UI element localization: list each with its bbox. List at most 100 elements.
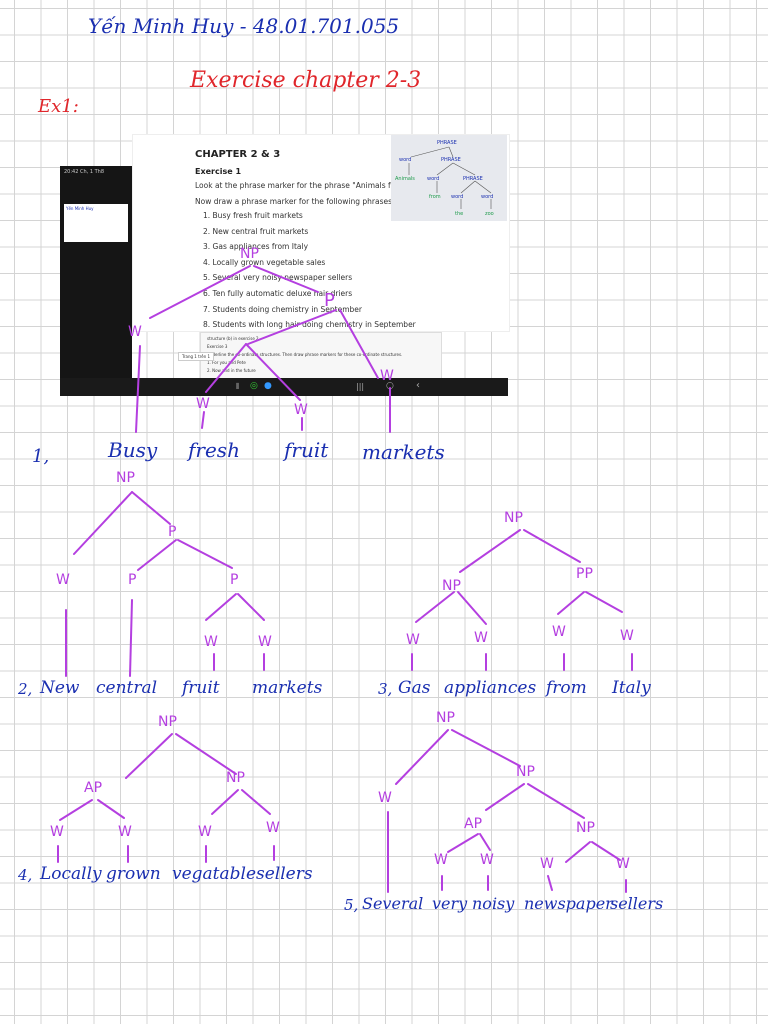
- t5-np-root: NP: [436, 710, 455, 726]
- embedded-screenshot: 20:42 Ch, 1 Th8 Yến Minh Huy CHAPTER 2 &…: [60, 134, 510, 400]
- page-indicator: Trang 1 trên 1: [178, 352, 215, 361]
- t4-np-sub: NP: [226, 770, 245, 786]
- t3-w-appliances: W: [474, 630, 488, 646]
- t1-np-root: NP: [240, 246, 259, 262]
- mini-phrase: PHRASE: [441, 157, 461, 163]
- mini-zoo: zoo: [485, 211, 494, 217]
- mini-animals: Animals: [395, 176, 415, 182]
- phrase-item: 7. Students doing chemistry in September: [203, 304, 362, 314]
- t2-word-2: central: [96, 678, 158, 698]
- t5-w-newspaper: W: [540, 856, 554, 872]
- t3-w-italy: W: [620, 628, 634, 644]
- t1-word-1: Busy: [108, 438, 158, 462]
- exercise-heading: Exercise 1: [195, 167, 242, 176]
- t5-np-sub: NP: [516, 764, 535, 780]
- t3-word-4: Italy: [612, 678, 651, 698]
- t2-np-root: NP: [116, 470, 135, 486]
- mini-word: word: [399, 157, 412, 163]
- tablet-bottom-area: structure (b) in exercise 2 Exercise 3 U…: [60, 330, 508, 400]
- mini-word: word: [451, 194, 464, 200]
- phrase-item: 4. Locally grown vegetable sales: [203, 257, 326, 267]
- t5-w-sellers: W: [616, 856, 630, 872]
- t3-np-root: NP: [504, 510, 523, 526]
- t1-w-fresh: W: [196, 396, 210, 412]
- t4-w-sellers: W: [266, 820, 280, 836]
- t1-w-busy: W: [128, 324, 142, 340]
- exercise-document: CHAPTER 2 & 3 Exercise 1 Look at the phr…: [132, 134, 510, 332]
- phrase-item: 5. Several very noisy newspaper sellers: [203, 273, 353, 283]
- panel-line: structure (b) in exercise 2: [207, 336, 259, 341]
- phrase-item: 1. Busy fresh fruit markets: [203, 211, 303, 220]
- panel-line: 2. Now and in the future: [207, 368, 256, 373]
- t5-word-5: sellers: [610, 894, 664, 913]
- example-phrase-marker: PHRASE word PHRASE Animals word PHRASE f…: [391, 135, 507, 221]
- t4-word-3: vegatable: [172, 864, 257, 884]
- mini-word: word: [481, 194, 494, 200]
- home-icon[interactable]: ◎: [250, 381, 258, 391]
- t5-w-noisy: W: [480, 852, 494, 868]
- t4-w-locally: W: [50, 824, 64, 840]
- t3-number: 3,: [378, 680, 393, 698]
- t4-number: 4,: [18, 866, 33, 884]
- t5-w-very: W: [434, 852, 448, 868]
- t2-p-sub: P: [230, 572, 239, 588]
- t3-word-2: appliances: [444, 678, 537, 698]
- panel-line: Exercise 3: [207, 344, 228, 349]
- t2-p-node: P: [168, 524, 177, 540]
- author-name: Yến Minh Huy - 48.01.701.055: [88, 14, 400, 38]
- t2-word-3: fruit: [182, 678, 220, 698]
- mini-word: word: [427, 176, 440, 182]
- t1-w-fruit: W: [294, 402, 308, 418]
- t3-word-3: from: [546, 678, 587, 698]
- next-page-panel: structure (b) in exercise 2 Exercise 3 U…: [200, 332, 442, 380]
- mini-phrase-root: PHRASE: [437, 140, 457, 146]
- back-icon[interactable]: ‹: [416, 380, 420, 391]
- t1-word-4: markets: [362, 440, 445, 464]
- mini-phrase: PHRASE: [463, 176, 483, 182]
- instruction-2: Now draw a phrase marker for the followi…: [195, 197, 395, 206]
- page-title: Exercise chapter 2-3: [190, 68, 422, 93]
- mini-the: the: [455, 211, 464, 217]
- t5-word-2: very: [432, 894, 468, 913]
- mini-from: from: [429, 194, 441, 200]
- t3-w-gas: W: [406, 632, 420, 648]
- t2-word-4: markets: [252, 678, 323, 698]
- t3-word-1: Gas: [398, 678, 431, 698]
- t5-word-1: Several: [362, 894, 424, 913]
- thumb-title: Yến Minh Huy: [66, 206, 94, 211]
- t1-word-3: fruit: [284, 438, 329, 462]
- t3-w-from: W: [552, 624, 566, 640]
- t5-ap-node: AP: [464, 816, 483, 832]
- t2-number: 2,: [18, 680, 33, 698]
- phrase-item: 2. New central fruit markets: [203, 226, 309, 236]
- t2-w-markets: W: [258, 634, 272, 650]
- note-thumbnail: Yến Minh Huy: [64, 204, 128, 242]
- t5-word-3: noisy: [472, 894, 515, 913]
- home-button-icon[interactable]: ○: [386, 381, 394, 391]
- t3-np-sub: NP: [442, 578, 461, 594]
- apps-icon[interactable]: ⦀: [236, 382, 240, 391]
- instruction-1: Look at the phrase marker for the phrase…: [195, 181, 442, 190]
- t5-number: 5,: [344, 896, 359, 914]
- t2-p-central: P: [128, 572, 137, 588]
- t4-word-4: sellers: [256, 864, 313, 884]
- mini-tree-lines: [408, 146, 492, 209]
- t4-ap-node: AP: [84, 780, 103, 796]
- status-bar: 20:42 Ch, 1 Th8: [64, 169, 105, 175]
- t1-number: 1,: [32, 446, 50, 467]
- recents-icon[interactable]: |||: [356, 382, 365, 391]
- assistant-icon[interactable]: ●: [264, 381, 272, 391]
- t2-w-fruit: W: [204, 634, 218, 650]
- t5-np-inner: NP: [576, 820, 595, 836]
- t4-w-grown: W: [118, 824, 132, 840]
- t4-np-root: NP: [158, 714, 177, 730]
- phrase-item: 6. Ten fully automatic deluxe hair drier…: [203, 288, 353, 298]
- tablet-side-panel: 20:42 Ch, 1 Th8 Yến Minh Huy: [60, 166, 132, 378]
- t4-word-1: Locally: [40, 864, 102, 884]
- exercise-label: Ex1:: [38, 96, 79, 117]
- t4-word-2: grown: [106, 864, 161, 884]
- panel-line: 1. For you and Pete: [207, 360, 246, 365]
- t5-word-4: newspaper: [524, 894, 613, 913]
- phrase-list: 1. Busy fresh fruit markets 2. New centr…: [203, 211, 416, 336]
